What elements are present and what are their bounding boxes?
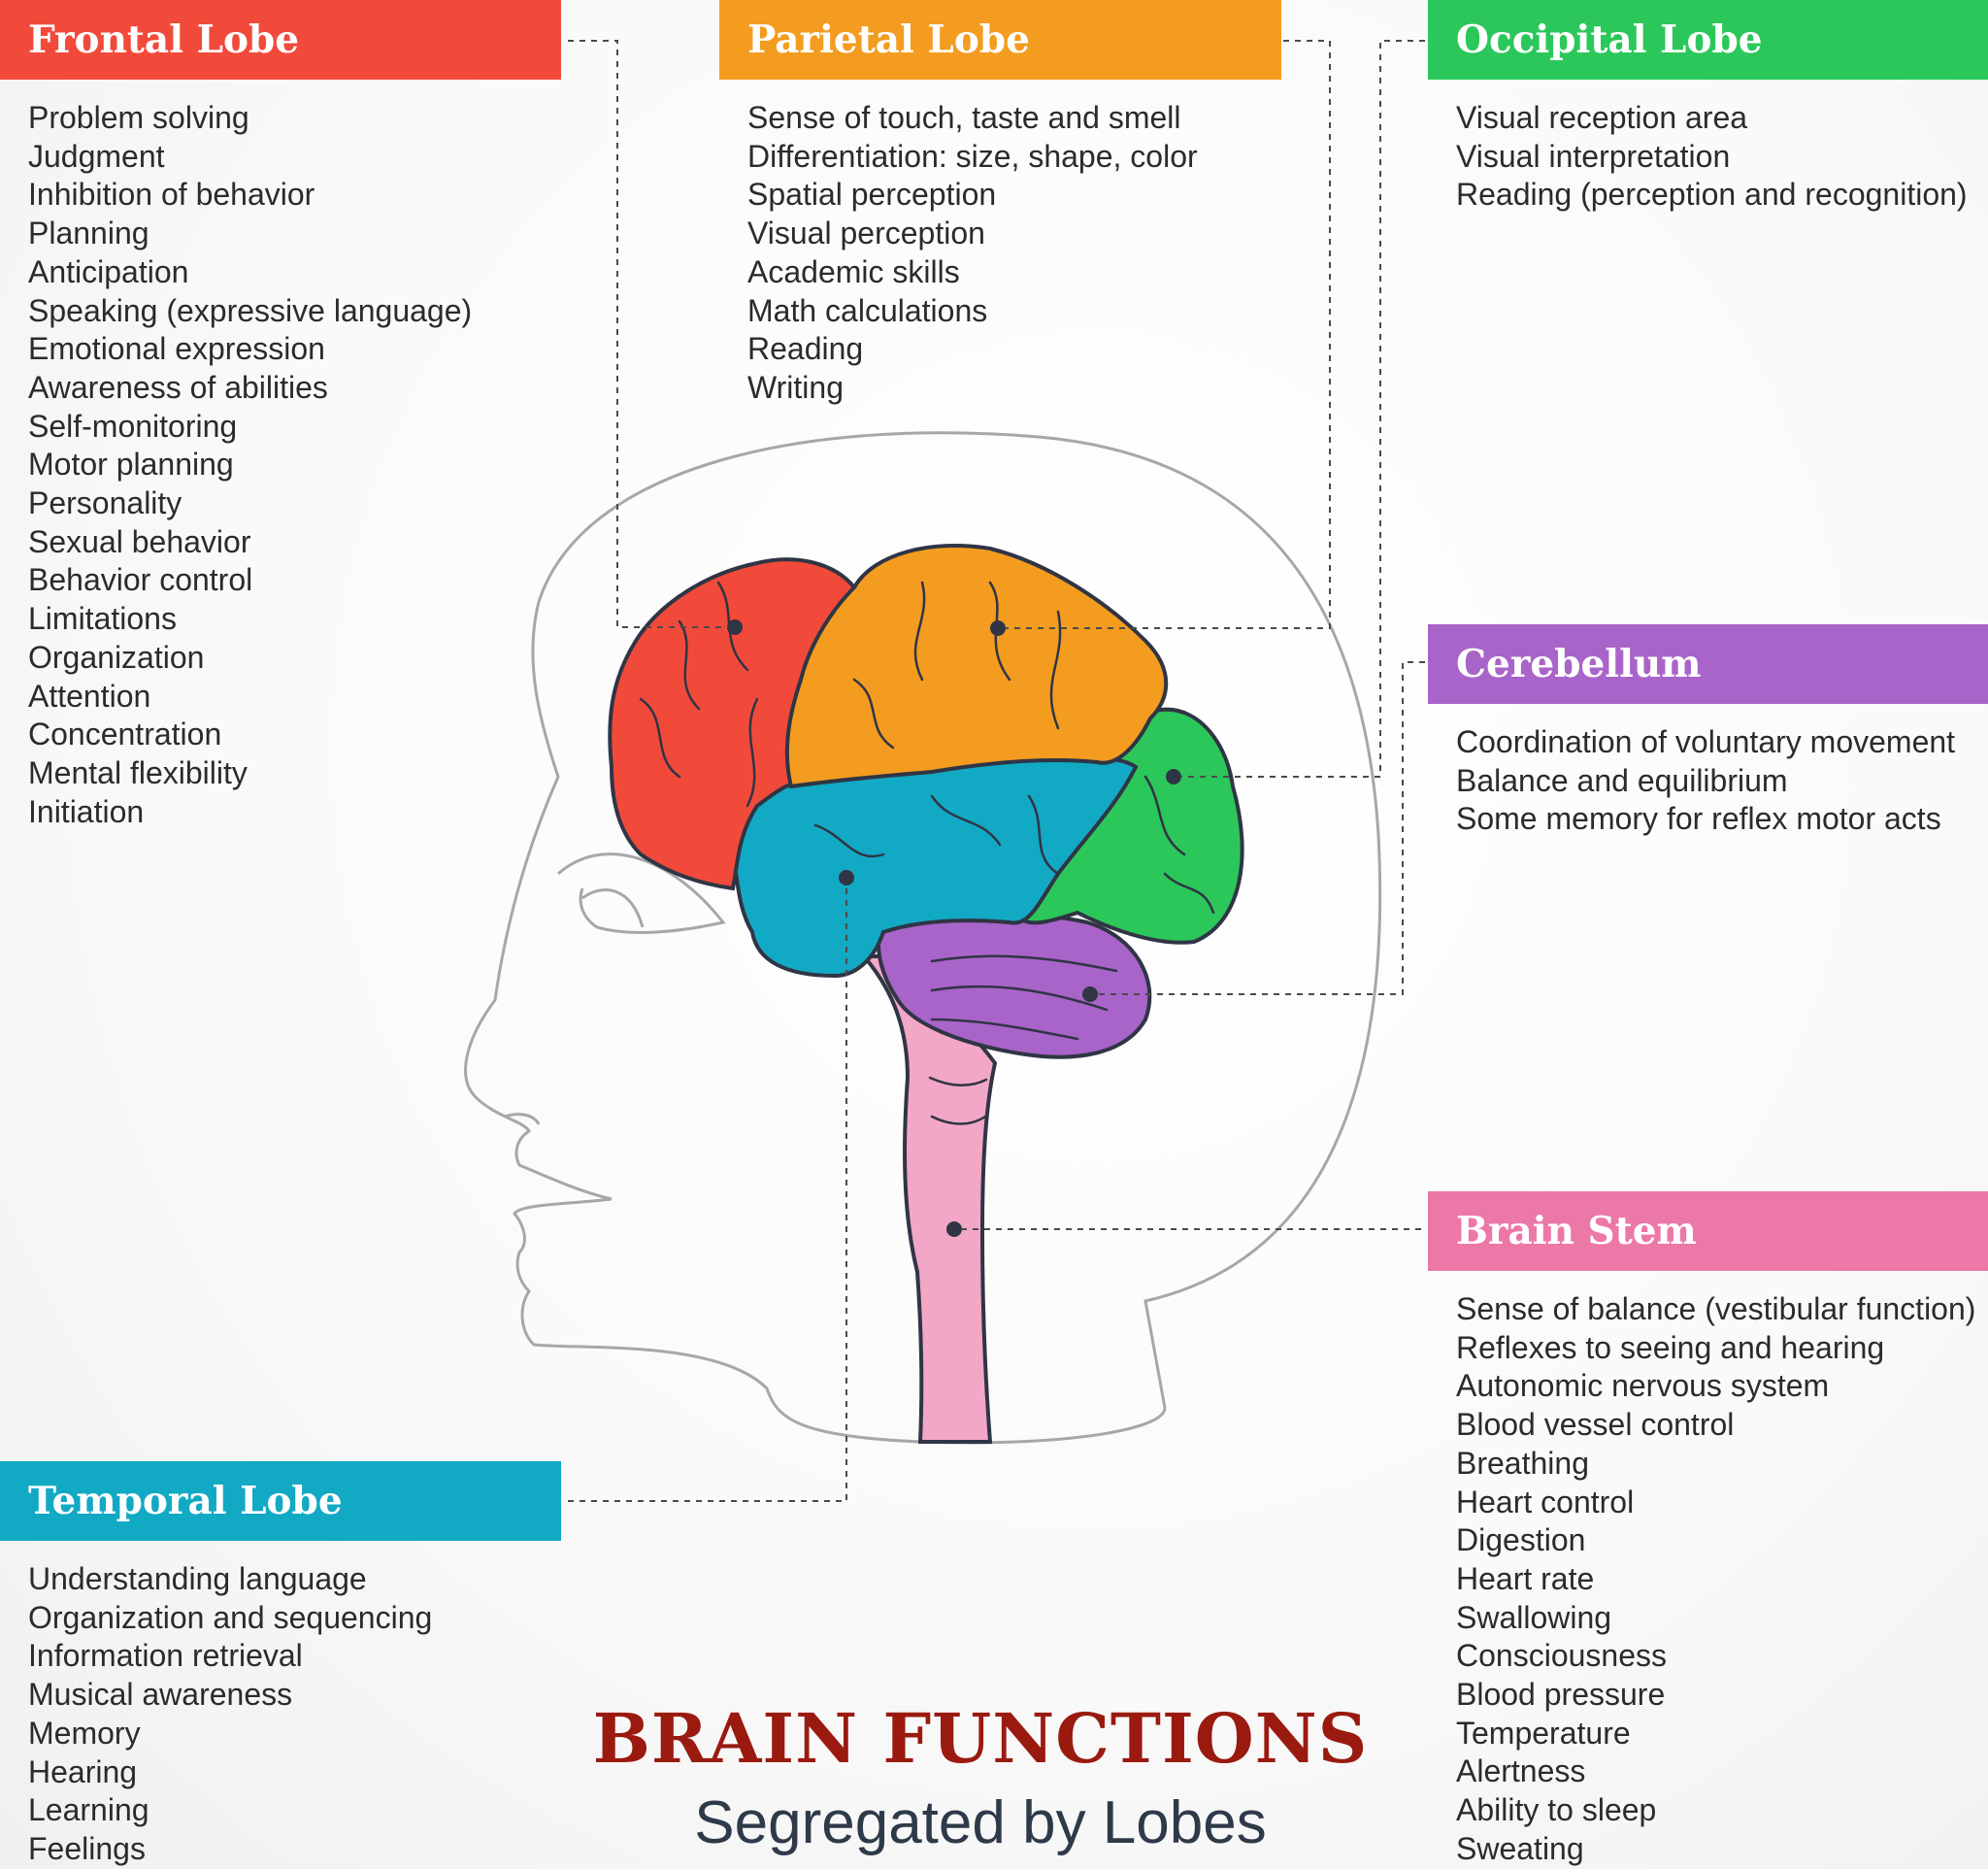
list-item: Breathing [1456,1445,1589,1481]
list-item: Organization [28,639,205,675]
occipital-lobe-header: Occipital Lobe [1428,0,1988,80]
frontal-lobe-header: Frontal Lobe [0,0,561,80]
list-item: Heart control [1456,1484,1635,1519]
temporal-dot [839,870,854,885]
page-title: BRAIN FUNCTIONS [592,1698,1369,1779]
list-item: Memory [28,1715,141,1751]
list-item: Consciousness [1456,1638,1667,1674]
occipital-connector [1180,40,1425,778]
frontal-region [608,557,857,891]
list-item: Sense of balance (vestibular function) [1456,1291,1976,1326]
list-item: Some memory for reflex motor acts [1456,801,1941,837]
list-item: Emotional expression [28,331,325,367]
list-item: Swallowing [1456,1599,1612,1635]
title-block: BRAIN FUNCTIONS Segregated by Lobes [524,1697,1437,1862]
cerebellum-panel: Cerebellum Coordination of voluntary mov… [1428,624,1988,839]
cerebellum-header: Cerebellum [1428,624,1988,704]
eyelid-outline [581,888,645,928]
list-item: Inhibition of behavior [28,177,315,213]
list-item: Information retrieval [28,1638,303,1674]
parietal-dot [990,620,1006,636]
list-item: Visual interpretation [1456,138,1731,174]
page-subtitle: Segregated by Lobes [694,1789,1267,1856]
list-item: Blood vessel control [1456,1407,1735,1443]
list-item: Blood pressure [1456,1677,1666,1713]
brain-stem-panel: Brain Stem Sense of balance (vestibular … [1428,1191,1988,1869]
brain-stem-list: Sense of balance (vestibular function)Re… [1428,1290,1988,1869]
list-item: Balance and equilibrium [1456,762,1788,798]
brain-stem-header: Brain Stem [1428,1191,1988,1271]
list-item: Sweating [1456,1830,1584,1866]
list-item: Initiation [28,793,145,829]
connector-lines [568,40,1425,1502]
list-item: Feelings [28,1830,146,1866]
temporal-lobe-header: Temporal Lobe [0,1461,561,1541]
list-item: Behavior control [28,562,253,598]
list-item: Learning [28,1792,149,1828]
list-item: Ability to sleep [1456,1792,1657,1828]
list-item: Academic skills [747,253,960,289]
cerebellum-connector [1097,661,1425,995]
brain-stem-dot [946,1221,962,1237]
list-item: Autonomic nervous system [1456,1368,1830,1404]
list-item: Limitations [28,601,177,637]
nostril-outline [504,1113,541,1125]
list-item: Anticipation [28,253,189,289]
list-item: Sexual behavior [28,523,251,559]
list-item: Musical awareness [28,1677,293,1713]
list-item: Writing [747,369,844,405]
connector-dots [727,619,1181,1237]
eye-outline [557,852,726,934]
list-item: Reading (perception and recognition) [1456,177,1968,213]
list-item: Awareness of abilities [28,369,328,405]
list-item: Temperature [1456,1715,1631,1751]
parietal-lobe-panel: Parietal Lobe Sense of touch, taste and … [719,0,1281,408]
list-item: Digestion [1456,1522,1586,1558]
frontal-dot [727,619,743,635]
head-outline [464,431,1382,1445]
list-item: Math calculations [747,292,988,328]
list-item: Organization and sequencing [28,1599,433,1635]
temporal-connector [568,885,847,1502]
cerebellum-dot [1082,986,1098,1002]
list-item: Problem solving [28,100,249,135]
frontal-connector [568,40,728,628]
list-item: Heart rate [1456,1560,1595,1596]
occipital-dot [1166,769,1181,784]
list-item: Motor planning [28,447,234,483]
list-item: Visual reception area [1456,100,1748,135]
parietal-connector [1005,40,1331,629]
list-item: Planning [28,216,149,251]
list-item: Judgment [28,138,165,174]
list-item: Attention [28,678,151,714]
list-item: Differentiation: size, shape, color [747,138,1198,174]
parietal-lobe-header: Parietal Lobe [719,0,1281,80]
list-item: Concentration [28,717,222,752]
list-item: Alertness [1456,1753,1586,1789]
list-item: Speaking (expressive language) [28,292,473,328]
list-item: Self-monitoring [28,408,238,444]
list-item: Reflexes to seeing and hearing [1456,1329,1885,1365]
list-item: Sense of touch, taste and smell [747,100,1181,135]
list-item: Personality [28,485,182,521]
list-item: Reading [747,331,864,367]
brain-texture [639,581,1215,1125]
list-item: Understanding language [28,1561,367,1596]
list-item: Mental flexibility [28,754,248,790]
list-item: Coordination of voluntary movement [1456,724,1956,759]
list-item: Visual perception [747,216,985,251]
brain-stem-region [859,954,998,1444]
list-item: Spatial perception [747,177,997,213]
list-item: Hearing [28,1753,138,1789]
